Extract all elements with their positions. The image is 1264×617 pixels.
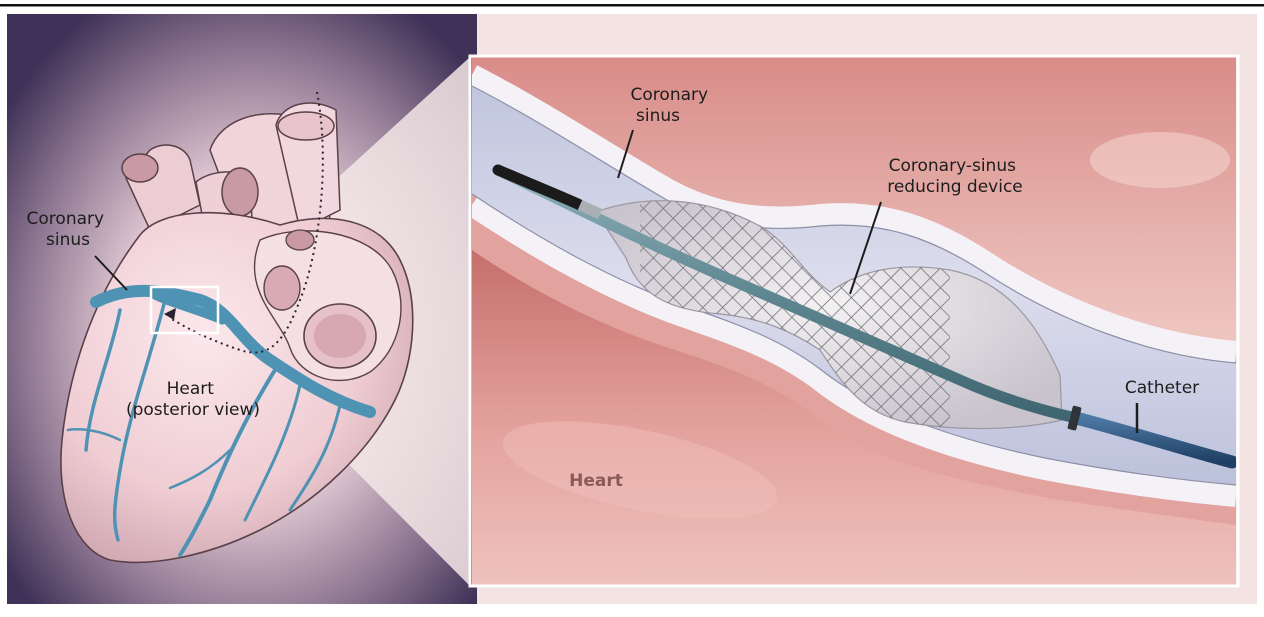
inset-panel	[472, 57, 1236, 585]
catheter-label: Catheter	[1125, 378, 1199, 398]
inset-heart-label: Heart	[569, 471, 623, 491]
top-rule	[0, 4, 1264, 7]
device-label: Coronary-sinus reducing device	[887, 156, 1023, 197]
